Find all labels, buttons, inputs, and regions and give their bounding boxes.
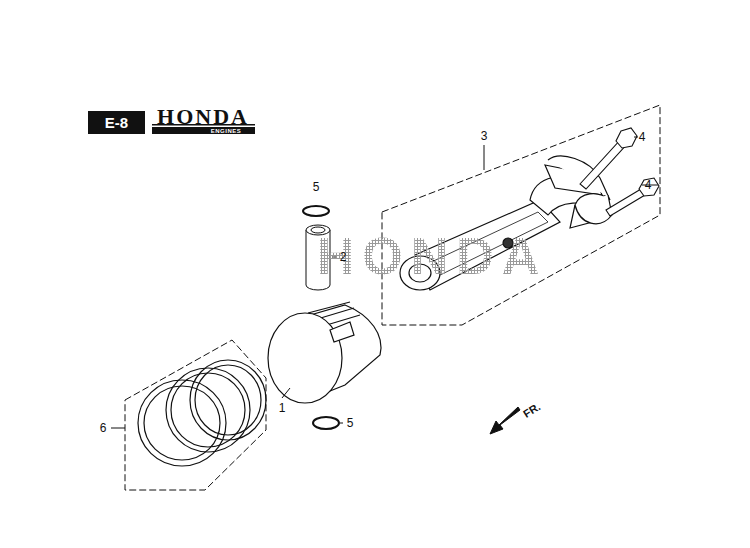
leader-line [111, 428, 125, 429]
callout-number: 2 [338, 250, 349, 264]
callout-number: 5 [311, 180, 322, 194]
leader-line [634, 137, 638, 138]
brand-logo: HONDA [157, 106, 249, 128]
section-badge: E-8 [88, 111, 145, 134]
bolt [580, 128, 659, 216]
leader-line [282, 388, 290, 398]
direction-label: FR. [522, 401, 543, 420]
callout-number: 3 [479, 129, 490, 143]
logo-bar [152, 127, 255, 134]
leader-line [340, 423, 343, 424]
brand-subtitle: ENGINES [211, 128, 242, 134]
front-arrow [490, 407, 520, 434]
callout-number: 5 [345, 416, 356, 430]
piston [268, 302, 381, 403]
watermark: HONDA [317, 230, 548, 282]
leader-line [484, 145, 485, 170]
callout-number: 1 [277, 401, 288, 415]
circlip [313, 417, 339, 429]
callout-number: 4 [643, 178, 654, 192]
section-code: E-8 [105, 115, 128, 130]
group-outline [125, 340, 266, 490]
piston-ring [138, 360, 266, 466]
group-outline [382, 105, 660, 325]
callout-number: 4 [637, 130, 648, 144]
circlip [303, 206, 329, 216]
callout-number: 6 [98, 421, 109, 435]
